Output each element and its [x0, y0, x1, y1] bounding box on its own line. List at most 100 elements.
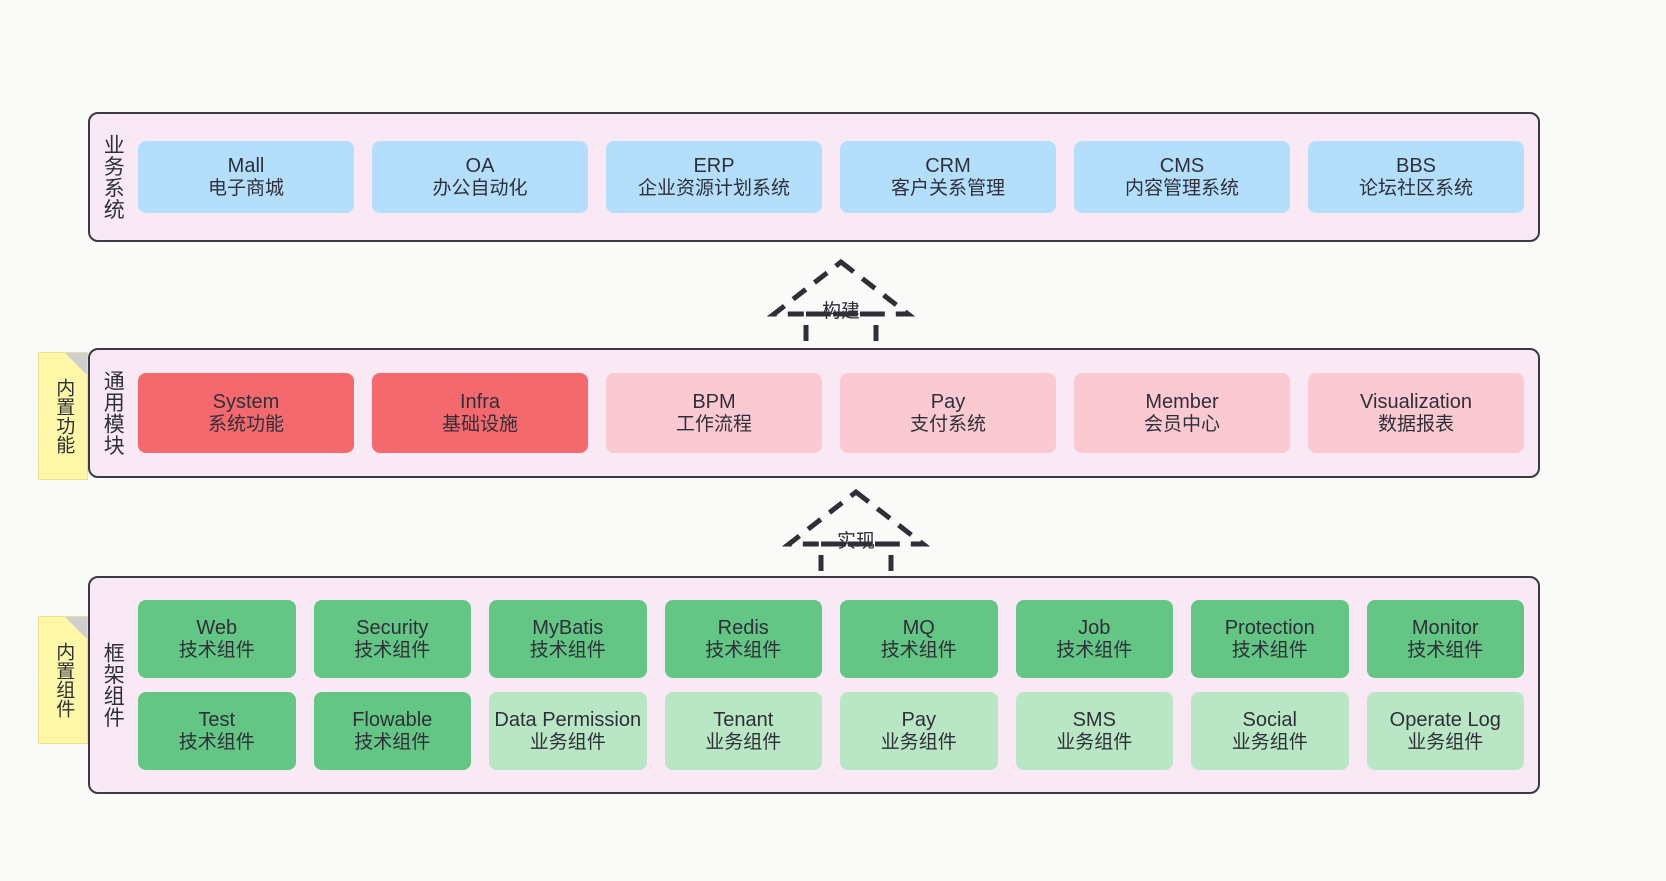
node-operate-log-desc: 业务组件: [1407, 731, 1484, 753]
node-web[interactable]: Web 技术组件: [138, 600, 296, 678]
layer-business-system: 业务系统 Mall 电子商城 OA 办公自动化 ERP 企业资源计划系统 CRM…: [88, 112, 1540, 242]
node-bpm-name: BPM: [692, 390, 736, 413]
node-mall-desc: 电子商城: [207, 177, 284, 199]
node-crm-desc: 客户关系管理: [890, 177, 1005, 199]
connector-build-arrowhead: [766, 258, 916, 317]
node-operate-log-name: Operate Log: [1389, 708, 1501, 731]
node-security[interactable]: Security 技术组件: [313, 600, 471, 678]
node-oa-name: OA: [465, 154, 495, 177]
node-pay-module-name: Pay: [930, 390, 966, 413]
node-tenant-desc: 业务组件: [705, 731, 782, 753]
node-system-name: System: [212, 390, 280, 413]
node-crm[interactable]: CRM 客户关系管理: [840, 141, 1056, 213]
node-protection-desc: 技术组件: [1231, 639, 1308, 661]
framework-component-row-tech: Web 技术组件 Security 技术组件 MyBatis 技术组件 Redi…: [138, 600, 1524, 678]
node-bbs[interactable]: BBS 论坛社区系统: [1308, 141, 1524, 213]
business-system-row: Mall 电子商城 OA 办公自动化 ERP 企业资源计划系统 CRM 客户关系…: [138, 141, 1524, 213]
node-security-desc: 技术组件: [354, 639, 431, 661]
node-pay-component-name: Pay: [901, 708, 936, 731]
node-sms-name: SMS: [1072, 708, 1116, 731]
node-job-name: Job: [1078, 616, 1111, 639]
node-protection-name: Protection: [1224, 616, 1315, 639]
node-bbs-name: BBS: [1395, 154, 1437, 177]
node-web-desc: 技术组件: [178, 639, 255, 661]
layer-common-module: 通用模块 System 系统功能 Infra 基础设施 BPM 工作流程 Pay…: [88, 348, 1540, 478]
node-redis-desc: 技术组件: [705, 639, 782, 661]
node-flowable-name: Flowable: [352, 708, 433, 731]
node-mq-desc: 技术组件: [880, 639, 957, 661]
node-sms-desc: 业务组件: [1056, 731, 1133, 753]
node-job-desc: 技术组件: [1056, 639, 1133, 661]
connector-build: 构建: [756, 258, 926, 355]
node-flowable[interactable]: Flowable 技术组件: [313, 692, 471, 770]
node-tenant-name: Tenant: [713, 708, 774, 731]
node-member[interactable]: Member 会员中心: [1074, 373, 1290, 453]
node-erp-desc: 企业资源计划系统: [637, 177, 790, 199]
layer-framework-component-title: 框架组件: [101, 642, 125, 728]
node-erp-name: ERP: [693, 154, 735, 177]
node-mybatis[interactable]: MyBatis 技术组件: [489, 600, 647, 678]
node-bbs-desc: 论坛社区系统: [1358, 177, 1473, 199]
node-redis[interactable]: Redis 技术组件: [664, 600, 822, 678]
node-visualization[interactable]: Visualization 数据报表: [1308, 373, 1524, 453]
node-sms[interactable]: SMS 业务组件: [1015, 692, 1173, 770]
note-builtin-function-label: 内置功能: [53, 378, 75, 454]
node-operate-log[interactable]: Operate Log 业务组件: [1366, 692, 1524, 770]
node-social-desc: 业务组件: [1231, 731, 1308, 753]
node-mall[interactable]: Mall 电子商城: [138, 141, 354, 213]
node-pay-component[interactable]: Pay 业务组件: [840, 692, 998, 770]
node-data-permission-desc: 业务组件: [529, 731, 606, 753]
node-infra-name: Infra: [459, 390, 501, 413]
layer-framework-component-body: Web 技术组件 Security 技术组件 MyBatis 技术组件 Redi…: [134, 578, 1538, 792]
framework-component-row-biz: Test 技术组件 Flowable 技术组件 Data Permission …: [138, 692, 1524, 770]
node-pay-module-desc: 支付系统: [909, 413, 986, 435]
node-bpm[interactable]: BPM 工作流程: [606, 373, 822, 453]
node-erp[interactable]: ERP 企业资源计划系统: [606, 141, 822, 213]
note-builtin-component-label: 内置组件: [53, 642, 75, 718]
node-cms-name: CMS: [1159, 154, 1205, 177]
node-crm-name: CRM: [925, 154, 971, 177]
layer-common-module-title: 通用模块: [101, 370, 125, 456]
node-cms[interactable]: CMS 内容管理系统: [1074, 141, 1290, 213]
common-module-row: System 系统功能 Infra 基础设施 BPM 工作流程 Pay 支付系统…: [138, 373, 1524, 453]
note-builtin-component: 内置组件: [38, 616, 88, 744]
note-fold-corner-icon: [65, 353, 87, 375]
node-web-name: Web: [196, 616, 238, 639]
node-pay-module[interactable]: Pay 支付系统: [840, 373, 1056, 453]
connector-realize: 实现: [771, 488, 941, 585]
node-monitor-desc: 技术组件: [1407, 639, 1484, 661]
node-social[interactable]: Social 业务组件: [1191, 692, 1349, 770]
node-member-name: Member: [1145, 390, 1219, 413]
node-redis-name: Redis: [717, 616, 769, 639]
node-infra-desc: 基础设施: [441, 413, 518, 435]
node-cms-desc: 内容管理系统: [1124, 177, 1239, 199]
connector-realize-arrowhead: [781, 488, 931, 547]
connector-build-stem: [803, 311, 879, 355]
node-infra[interactable]: Infra 基础设施: [372, 373, 588, 453]
node-test-desc: 技术组件: [178, 731, 255, 753]
node-mybatis-name: MyBatis: [532, 616, 604, 639]
node-oa-desc: 办公自动化: [432, 177, 528, 199]
node-mall-name: Mall: [227, 154, 265, 177]
node-job[interactable]: Job 技术组件: [1015, 600, 1173, 678]
node-data-permission-name: Data Permission: [494, 708, 642, 731]
node-tenant[interactable]: Tenant 业务组件: [664, 692, 822, 770]
node-data-permission[interactable]: Data Permission 业务组件: [489, 692, 647, 770]
note-builtin-function: 内置功能: [38, 352, 88, 480]
node-security-name: Security: [356, 616, 429, 639]
node-pay-component-desc: 业务组件: [880, 731, 957, 753]
node-test[interactable]: Test 技术组件: [138, 692, 296, 770]
node-oa[interactable]: OA 办公自动化: [372, 141, 588, 213]
node-visualization-name: Visualization: [1360, 390, 1472, 413]
node-protection[interactable]: Protection 技术组件: [1191, 600, 1349, 678]
layer-framework-component: 框架组件 Web 技术组件 Security 技术组件 MyBatis 技术组件…: [88, 576, 1540, 794]
node-social-name: Social: [1242, 708, 1297, 731]
note-fold-corner-icon: [65, 617, 87, 639]
layer-business-system-body: Mall 电子商城 OA 办公自动化 ERP 企业资源计划系统 CRM 客户关系…: [134, 114, 1538, 240]
node-system[interactable]: System 系统功能: [138, 373, 354, 453]
node-test-name: Test: [198, 708, 236, 731]
node-monitor[interactable]: Monitor 技术组件: [1366, 600, 1524, 678]
node-mq[interactable]: MQ 技术组件: [840, 600, 998, 678]
layer-common-module-body: System 系统功能 Infra 基础设施 BPM 工作流程 Pay 支付系统…: [134, 350, 1538, 476]
